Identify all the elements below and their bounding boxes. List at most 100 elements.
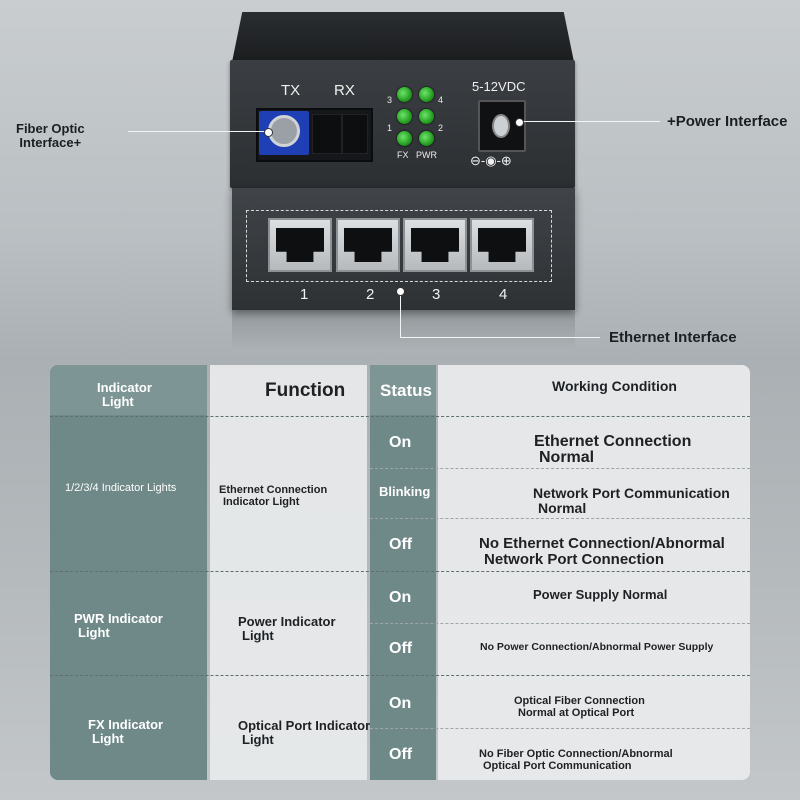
header-working-condition: Working Condition	[552, 378, 677, 394]
condition-ethernet-on-line1: Ethernet Connection	[534, 433, 692, 450]
status-pwr-on: On	[389, 589, 412, 606]
status-ethernet-blinking: Blinking	[379, 484, 431, 499]
condition-fx-on: Optical Fiber Connection Normal at Optic…	[514, 695, 645, 719]
row-separator	[370, 468, 750, 469]
row-separator	[370, 623, 750, 624]
status-ethernet-on: On	[389, 434, 412, 451]
header-status-bg	[370, 365, 436, 415]
function-pwr: Power Indicator Light	[238, 615, 336, 643]
condition-ethernet-off-line1: No Ethernet Connection/Abnormal	[479, 535, 725, 552]
fiber-callout-dot-icon	[264, 128, 273, 137]
led-pwr-label: PWR	[416, 150, 437, 160]
led-port-1-icon	[397, 109, 412, 124]
status-fx-off: Off	[389, 746, 413, 763]
condition-pwr-on: Power Supply Normal	[533, 587, 668, 602]
condition-ethernet-blinking: Network Port Communication Normal	[533, 486, 730, 516]
header-function: Function	[265, 380, 346, 401]
condition-ethernet-off-line2: Network Port Connection	[484, 551, 665, 568]
condition-fx-on-line2: Normal at Optical Port	[518, 707, 635, 719]
rj45-socket-icon	[344, 228, 392, 262]
group-separator-1	[50, 571, 750, 572]
condition-ethernet-off: No Ethernet Connection/Abnormal Network …	[479, 536, 725, 568]
header-indicator-light: Indicator Light	[97, 381, 152, 409]
rj45-socket-icon	[276, 228, 324, 262]
led-fx-icon	[397, 131, 412, 146]
power-rating-label: 5-12VDC	[472, 79, 526, 94]
led-number-4: 4	[438, 95, 444, 105]
function-fx: Optical Port Indicator Light	[238, 719, 370, 747]
table-column-condition	[438, 365, 750, 780]
header-indicator-line1: Indicator	[97, 380, 152, 395]
table-column-indicator	[50, 365, 207, 780]
rj45-socket-icon	[411, 228, 459, 262]
led-port-3-icon	[397, 87, 412, 102]
indicator-fx-line2: Light	[92, 731, 124, 746]
ethernet-port-2[interactable]	[336, 218, 400, 272]
table-column-status	[370, 365, 436, 780]
condition-ethernet-blinking-line1: Network Port Communication	[533, 485, 730, 501]
condition-fx-on-line1: Optical Fiber Connection	[514, 695, 645, 707]
header-indicator-line2: Light	[102, 394, 134, 409]
ethernet-port-3[interactable]	[403, 218, 467, 272]
function-ethernet-line1: Ethernet Connection	[219, 484, 328, 496]
function-fx-line2: Light	[242, 732, 274, 747]
power-pin-icon	[492, 114, 510, 138]
led-fx-label: FX	[397, 150, 409, 160]
group-separator-2	[50, 675, 750, 676]
power-callout-dot-icon	[515, 118, 524, 127]
condition-ethernet-blinking-line2: Normal	[538, 500, 587, 516]
fiber-rx-label: RX	[334, 82, 355, 99]
status-ethernet-off: Off	[389, 536, 413, 553]
port-number-1: 1	[300, 286, 309, 303]
ethernet-port-4[interactable]	[470, 218, 534, 272]
condition-pwr-off: No Power Connection/Abnormal Power Suppl…	[480, 641, 714, 653]
indicator-pwr-line2: Light	[78, 625, 110, 640]
power-callout: +Power Interface	[667, 113, 788, 130]
device-top-panel	[232, 12, 574, 62]
polarity-symbol-icon: ⊖-◉-⊕	[470, 153, 512, 168]
fiber-callout: Fiber Optic Interface+	[16, 122, 85, 150]
port-number-2: 2	[366, 286, 375, 303]
condition-fx-off-line2: Optical Port Communication	[483, 760, 632, 772]
function-pwr-line1: Power Indicator	[238, 614, 336, 629]
led-number-3: 3	[387, 95, 393, 105]
fiber-callout-line2: Interface+	[19, 135, 82, 150]
indicator-fx-line1: FX Indicator	[88, 717, 164, 732]
fiber-rx-socket-2	[342, 114, 368, 154]
device-reflection	[232, 310, 575, 350]
condition-ethernet-on: Ethernet Connection Normal	[534, 434, 691, 466]
indicator-fx: FX Indicator Light	[88, 718, 163, 746]
header-indicator-bg	[50, 365, 207, 415]
indicator-ethernet: 1/2/3/4 Indicator Lights	[65, 482, 177, 494]
table-column-function	[210, 365, 367, 780]
led-pwr-icon	[419, 131, 434, 146]
fiber-callout-line	[128, 131, 268, 132]
port-number-4: 4	[499, 286, 508, 303]
led-number-2: 2	[438, 123, 444, 133]
rj45-socket-icon	[478, 228, 526, 262]
led-port-4-icon	[419, 87, 434, 102]
condition-fx-off-line1: No Fiber Optic Connection/Abnormal	[479, 748, 673, 760]
led-port-2-icon	[419, 109, 434, 124]
status-pwr-off: Off	[389, 640, 413, 657]
status-fx-on: On	[389, 695, 412, 712]
row-separator	[370, 518, 750, 519]
fiber-rx-socket	[312, 114, 342, 154]
led-number-1: 1	[387, 123, 393, 133]
condition-fx-off: No Fiber Optic Connection/Abnormal Optic…	[479, 748, 673, 772]
ethernet-port-1[interactable]	[268, 218, 332, 272]
fiber-callout-line1: Fiber Optic	[16, 121, 85, 136]
power-callout-line	[520, 121, 660, 122]
ethernet-callout-hline	[400, 337, 600, 338]
indicator-pwr-line1: PWR Indicator	[74, 611, 163, 626]
function-pwr-line2: Light	[242, 628, 274, 643]
function-fx-line1: Optical Port Indicator	[238, 718, 371, 733]
indicator-pwr: PWR Indicator Light	[74, 612, 163, 640]
condition-ethernet-on-line2: Normal	[539, 449, 595, 466]
function-ethernet: Ethernet Connection Indicator Light	[219, 484, 327, 508]
function-ethernet-line2: Indicator Light	[223, 496, 300, 508]
ethernet-port-frame	[246, 210, 552, 282]
header-status: Status	[380, 381, 432, 400]
ethernet-callout-vline	[400, 291, 401, 337]
fiber-tx-label: TX	[281, 82, 301, 99]
